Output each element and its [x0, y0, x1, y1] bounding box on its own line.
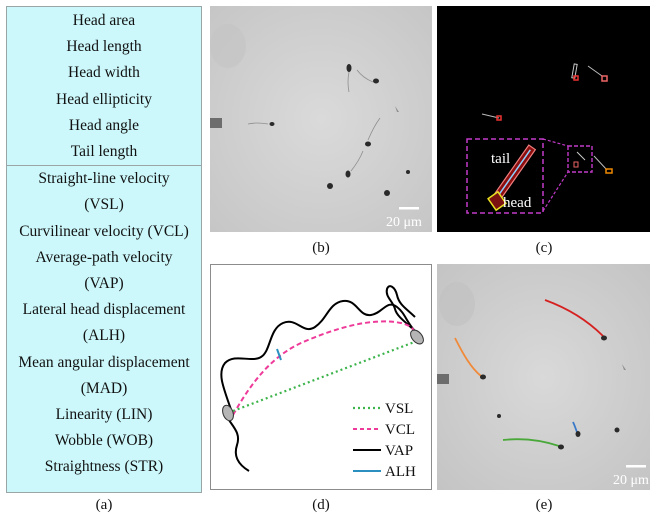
metric-item: Mean angular displacement	[18, 353, 190, 371]
track-line	[544, 299, 604, 337]
scale-bar-label: 20 μm	[386, 215, 422, 230]
tracking-image-e: 20 μm	[437, 264, 650, 490]
caption-d: (d)	[312, 497, 330, 513]
caption-e: (e)	[535, 497, 553, 513]
legend-label-vcl: VCL	[385, 422, 415, 438]
metric-item: Wobble (WOB)	[54, 432, 154, 450]
legend: VSL VCL VAP ALH	[353, 401, 416, 480]
metric-item: (VAP)	[84, 275, 124, 293]
motility-metrics-list: Straight-line velocity (VSL) Curvilinear…	[7, 166, 201, 480]
microscopy-image-b: 20 μm	[210, 6, 432, 232]
metric-item: Tail length	[70, 143, 138, 161]
legend-label-vap: VAP	[385, 443, 413, 459]
metric-item: Head area	[72, 12, 136, 29]
segmentation-image-c: tail head	[437, 6, 650, 232]
caption-c: (c)	[535, 240, 553, 256]
track-line	[502, 438, 560, 447]
metric-item: (ALH)	[82, 327, 126, 345]
tail-label: tail	[491, 151, 510, 167]
metric-item: Straight-line velocity	[38, 170, 170, 188]
legend-label-vsl: VSL	[385, 401, 413, 417]
metric-item: Curvilinear velocity (VCL)	[19, 222, 189, 240]
metric-item: (VSL)	[84, 196, 124, 214]
metric-item: Average-path velocity	[35, 248, 173, 266]
metric-item: Head angle	[68, 116, 140, 134]
head-label: head	[503, 195, 532, 211]
scale-bar-label: 20 μm	[613, 473, 649, 488]
metric-item: (MAD)	[80, 379, 128, 397]
caption-a: (a)	[95, 497, 113, 513]
metrics-panel: Head area Head length Head width Head el…	[6, 6, 202, 493]
metric-item: Head length	[66, 38, 142, 56]
metric-item: Head width	[68, 64, 140, 82]
metric-item: Straightness (STR)	[44, 458, 164, 476]
track-line	[454, 337, 482, 377]
metric-item: Linearity (LIN)	[55, 406, 153, 424]
metric-item: Lateral head displacement	[22, 301, 186, 319]
velocity-diagram: VSL VCL VAP ALH	[210, 264, 432, 490]
caption-b: (b)	[312, 240, 330, 256]
divider	[7, 165, 201, 167]
morphology-metrics-list: Head area Head length Head width Head el…	[7, 7, 201, 165]
metric-item: Head ellipticity	[56, 90, 152, 108]
legend-label-alh: ALH	[385, 464, 416, 480]
